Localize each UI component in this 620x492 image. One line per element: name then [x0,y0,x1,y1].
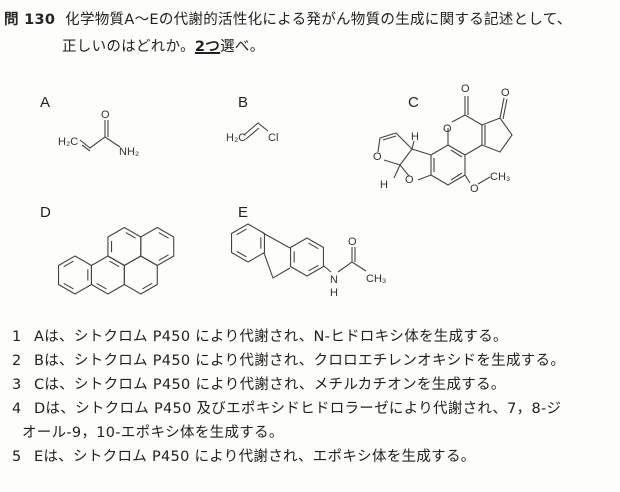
option-number: 5 [12,449,22,465]
option-text: Aは、シトクロム P450 により代謝され、N-ヒドロキシ体を生成する。 [34,329,508,345]
option-4-continued: オール-9，10-エポキシ体を生成する。 [22,421,284,442]
atom-label: O [373,151,382,163]
option-number: 2 [12,353,22,369]
option-2[interactable]: 2 Bは、シトクロム P450 により代謝され、クロロエチレンオキシドを生成する。 [12,349,565,370]
atom-label: H₂C [226,132,246,144]
double-bond [158,232,169,239]
question-text-2: 正しいのはどれか。 [62,39,195,55]
double-bond [308,264,319,272]
atom-label: H [380,179,388,191]
structure-label-c: C [408,94,419,111]
option-text: Cは、シトクロム P450 により代謝され、メチルカチオンを生成する。 [34,377,506,393]
atom-label: H [330,287,338,299]
structure-d-benzopyrene [57,226,175,295]
structure-e-acetylaminofluorene: N H O CH₃ [230,223,386,299]
double-bond [236,250,247,258]
structure-c-aflatoxin: O O O O O O CH₃ H H [373,83,513,195]
atom-label: NH₂ [119,146,139,158]
option-5[interactable]: 5 Eは、シトクロム P450 により代謝され、エポキシ体を生成する。 [12,445,476,466]
question-line-2: 正しいのはどれか。2つ選べ。 [62,35,265,56]
structure-label-b: B [238,94,249,111]
structure-label-e: E [238,204,249,221]
option-3[interactable]: 3 Cは、シトクロム P450 により代謝され、メチルカチオンを生成する。 [12,373,506,394]
option-text: Eは、シトクロム P450 により代謝され、エポキシ体を生成する。 [34,449,476,465]
option-text: オール-9，10-エポキシ体を生成する。 [22,425,284,441]
option-4[interactable]: 4 Dは、シトクロム P450 及びエポキシドヒドロラーゼにより代謝され、7，8-… [12,397,561,418]
question-text-3: 選べ。 [220,39,265,55]
atom-label: Cl [268,132,278,144]
answer-count-emphasis: 2つ [194,39,221,55]
double-bond [63,282,74,290]
aromatic-ring [57,255,93,295]
aromatic-ring [90,255,125,295]
double-bond [109,260,120,268]
chemical-structures: H₂C O NH₂ H₂C Cl O O O O O O CH₃ H H [57,83,513,299]
atom-label: H₂C [58,136,78,148]
aromatic-ring [123,255,158,295]
aromatic-ring [107,226,142,267]
atom-label: O [101,109,110,121]
question-number: 問 130 [4,12,56,28]
atom-label: CH₃ [490,171,510,183]
double-bond [236,228,247,236]
structure-label-a: A [40,94,51,111]
aromatic-ring [230,223,266,263]
atom-label: O [470,183,479,195]
question-text: 化学物質A～Eの代謝的活性化による発がん物質の生成に関する記述として、 [65,12,572,28]
double-bond [96,282,107,290]
atom-label: O [443,123,452,135]
option-number: 4 [12,401,22,417]
atom-label: N [330,274,338,286]
structure-b-vinyl-chloride: H₂C Cl [226,122,278,144]
double-bond [308,242,319,250]
question-line-1: 問 130 化学物質A～Eの代謝的活性化による発がん物質の生成に関する記述として… [4,8,572,29]
double-bond [142,282,153,290]
atom-label: H [411,131,419,143]
option-1[interactable]: 1 Aは、シトクロム P450 により代謝され、N-ヒドロキシ体を生成する。 [12,325,508,346]
atom-label: O [501,87,510,99]
option-number: 3 [12,377,22,393]
option-text: Bは、シトクロム P450 により代謝され、クロロエチレンオキシドを生成する。 [34,353,566,369]
double-bond [158,254,169,261]
atom-label: O [405,174,414,186]
atom-label: CH₃ [366,273,386,285]
double-bond [125,232,136,239]
option-text: Dは、シトクロム P450 及びエポキシドヒドロラーゼにより代謝され、7，8-ジ [34,401,562,417]
structure-a-acrylamide: H₂C O NH₂ [58,109,139,158]
atom-label: O [461,83,470,95]
atom-label: O [348,236,357,248]
aromatic-ring [289,237,325,277]
aromatic-ring [140,226,175,267]
structure-label-d: D [40,204,51,221]
option-number: 1 [12,329,22,345]
double-bond [63,260,74,268]
